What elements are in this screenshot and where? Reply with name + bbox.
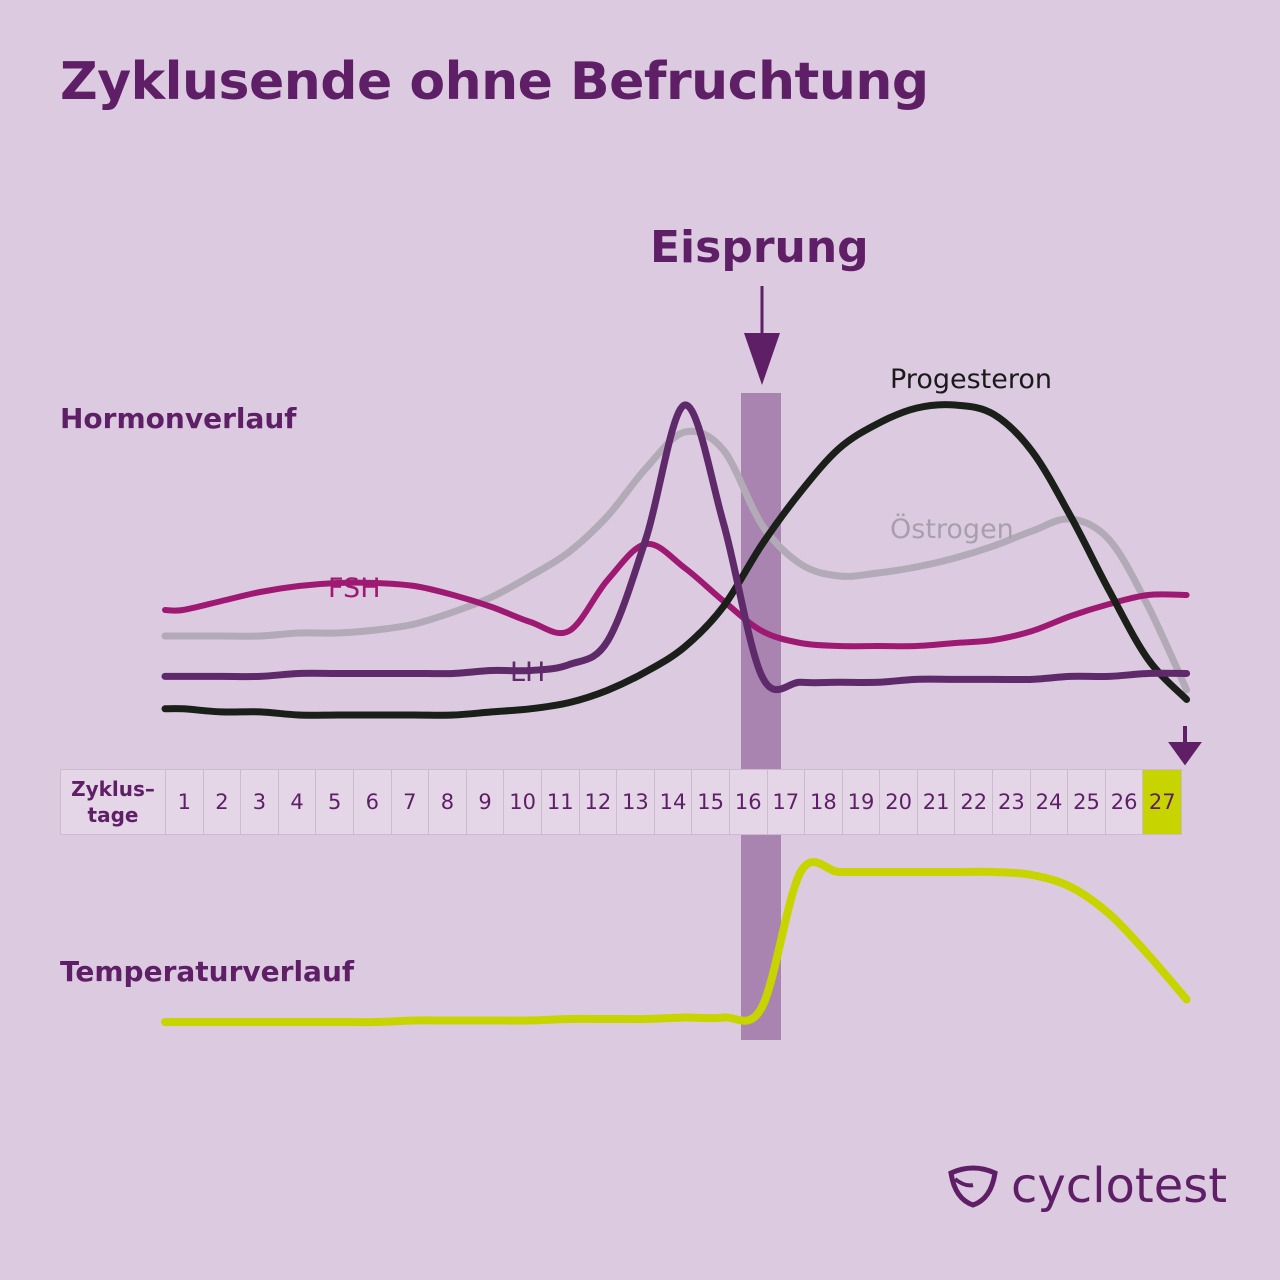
day-cell-1: 1 <box>166 770 204 834</box>
day-cell-9: 9 <box>467 770 505 834</box>
day-cell-7: 7 <box>392 770 430 834</box>
oestrogen-label: Östrogen <box>890 514 1014 545</box>
day-cell-26: 26 <box>1106 770 1144 834</box>
series-temperatur-line <box>161 858 1191 1027</box>
day-cell-6: 6 <box>354 770 392 834</box>
day-table-header: Zyklus– tage <box>61 770 166 834</box>
progesterone-label: Progesteron <box>890 364 1052 395</box>
day-header-line1: Zyklus– <box>71 777 155 801</box>
highlight-day-arrow <box>1168 726 1202 766</box>
temperature-section-label: Temperaturverlauf <box>60 955 355 988</box>
day-cell-24: 24 <box>1031 770 1069 834</box>
day-cell-15: 15 <box>692 770 730 834</box>
lh-label: LH <box>510 657 546 688</box>
day-cell-8: 8 <box>429 770 467 834</box>
day-cell-5: 5 <box>316 770 354 834</box>
day-cell-17: 17 <box>768 770 806 834</box>
cyclotest-logo-icon <box>948 1165 998 1208</box>
day-cell-11: 11 <box>542 770 580 834</box>
series-progesteron-line <box>161 401 1191 719</box>
day-cell-20: 20 <box>880 770 918 834</box>
series-oestrogen-line <box>161 427 1191 694</box>
day-cell-10: 10 <box>504 770 542 834</box>
page-title: Zyklusende ohne Befruchtung <box>60 52 929 112</box>
ovulation-arrow-head <box>744 333 780 385</box>
day-cell-4: 4 <box>279 770 317 834</box>
day-cell-19: 19 <box>843 770 881 834</box>
day-header-line2: tage <box>87 803 139 827</box>
day-cell-21: 21 <box>918 770 956 834</box>
day-cell-13: 13 <box>617 770 655 834</box>
day-cell-22: 22 <box>955 770 994 834</box>
fsh-label: FSH <box>328 573 381 604</box>
day-cell-2: 2 <box>204 770 242 834</box>
day-cell-27: 27 <box>1143 770 1182 834</box>
ovulation-label: Eisprung <box>650 222 869 273</box>
series-lh-line <box>161 401 1191 694</box>
series-fsh-line <box>162 540 1190 650</box>
hormone-section-label: Hormonverlauf <box>60 402 297 435</box>
logo-text: cyclotest <box>1011 1158 1228 1214</box>
day-cell-16: 16 <box>730 770 768 834</box>
day-cell-3: 3 <box>241 770 279 834</box>
day-cell-23: 23 <box>993 770 1031 834</box>
day-cell-25: 25 <box>1068 770 1106 834</box>
day-cell-18: 18 <box>805 770 843 834</box>
cyclotest-logo: cyclotest <box>945 1158 1227 1214</box>
day-cell-12: 12 <box>580 770 618 834</box>
day-cell-14: 14 <box>655 770 693 834</box>
